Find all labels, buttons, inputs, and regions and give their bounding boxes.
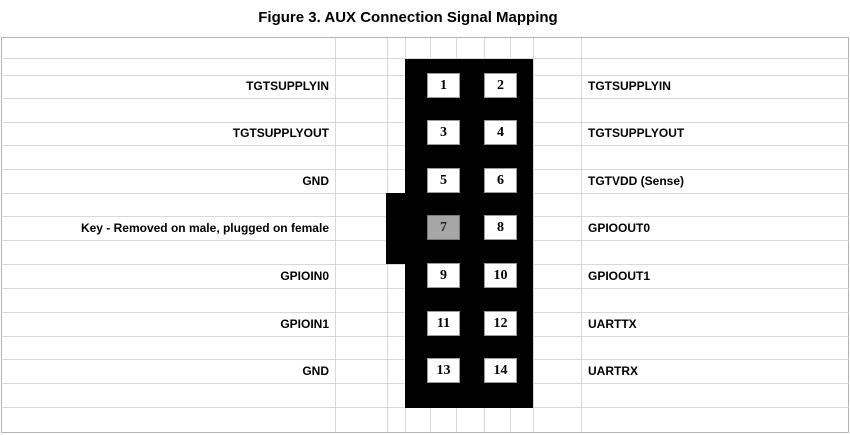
grid-line-horizontal bbox=[1, 432, 849, 433]
left-signal-label: GND bbox=[302, 364, 329, 378]
pin-10: 10 bbox=[484, 263, 517, 288]
right-signal-label: GPIOOUT1 bbox=[588, 269, 651, 283]
right-signal-label: TGTVDD (Sense) bbox=[588, 174, 685, 188]
left-signal-label: Key - Removed on male, plugged on female bbox=[80, 221, 329, 235]
pin-8: 8 bbox=[484, 215, 517, 240]
pin-2: 2 bbox=[484, 73, 517, 98]
pin-7-key: 7 bbox=[427, 215, 460, 240]
grid-line-horizontal bbox=[1, 58, 849, 59]
grid-line-horizontal bbox=[1, 37, 849, 38]
right-signal-label: UARTRX bbox=[588, 364, 638, 378]
figure-title: Figure 3. AUX Connection Signal Mapping bbox=[258, 9, 558, 26]
pin-4: 4 bbox=[484, 120, 517, 145]
left-signal-label: TGTSUPPLYOUT bbox=[232, 126, 329, 140]
grid-line-vertical bbox=[848, 37, 849, 433]
connector-row: GND 13 14 UARTRX bbox=[0, 358, 850, 383]
connector-row: GPIOIN1 11 12 UARTTX bbox=[0, 311, 850, 336]
pin-3: 3 bbox=[427, 120, 460, 145]
connector-row: TGTSUPPLYOUT 3 4 TGTSUPPLYOUT bbox=[0, 120, 850, 145]
grid-line-vertical bbox=[533, 37, 534, 433]
connector-row: TGTSUPPLYIN 1 2 TGTSUPPLYIN bbox=[0, 73, 850, 98]
left-signal-label: GPIOIN1 bbox=[280, 317, 329, 331]
right-signal-label: TGTSUPPLYIN bbox=[588, 79, 671, 93]
right-signal-label: UARTTX bbox=[588, 317, 637, 331]
pin-14: 14 bbox=[484, 358, 517, 383]
connector-row: GPIOIN0 9 10 GPIOOUT1 bbox=[0, 263, 850, 288]
connector-row: GND 5 6 TGTVDD (Sense) bbox=[0, 168, 850, 193]
pin-5: 5 bbox=[427, 168, 460, 193]
pin-13: 13 bbox=[427, 358, 460, 383]
pin-12: 12 bbox=[484, 311, 517, 336]
pin-11: 11 bbox=[427, 311, 460, 336]
connector-row: Key - Removed on male, plugged on female… bbox=[0, 215, 850, 240]
grid-line-vertical bbox=[335, 37, 336, 433]
pin-6: 6 bbox=[484, 168, 517, 193]
left-signal-label: GND bbox=[302, 174, 329, 188]
left-signal-label: GPIOIN0 bbox=[280, 269, 329, 283]
right-signal-label: TGTSUPPLYOUT bbox=[588, 126, 685, 140]
connector-key-tab bbox=[386, 193, 405, 264]
pin-1: 1 bbox=[427, 73, 460, 98]
grid-line-vertical bbox=[1, 37, 2, 433]
left-signal-label: TGTSUPPLYIN bbox=[246, 79, 329, 93]
right-signal-label: GPIOOUT0 bbox=[588, 221, 651, 235]
grid-line-vertical bbox=[581, 37, 582, 433]
pin-9: 9 bbox=[427, 263, 460, 288]
